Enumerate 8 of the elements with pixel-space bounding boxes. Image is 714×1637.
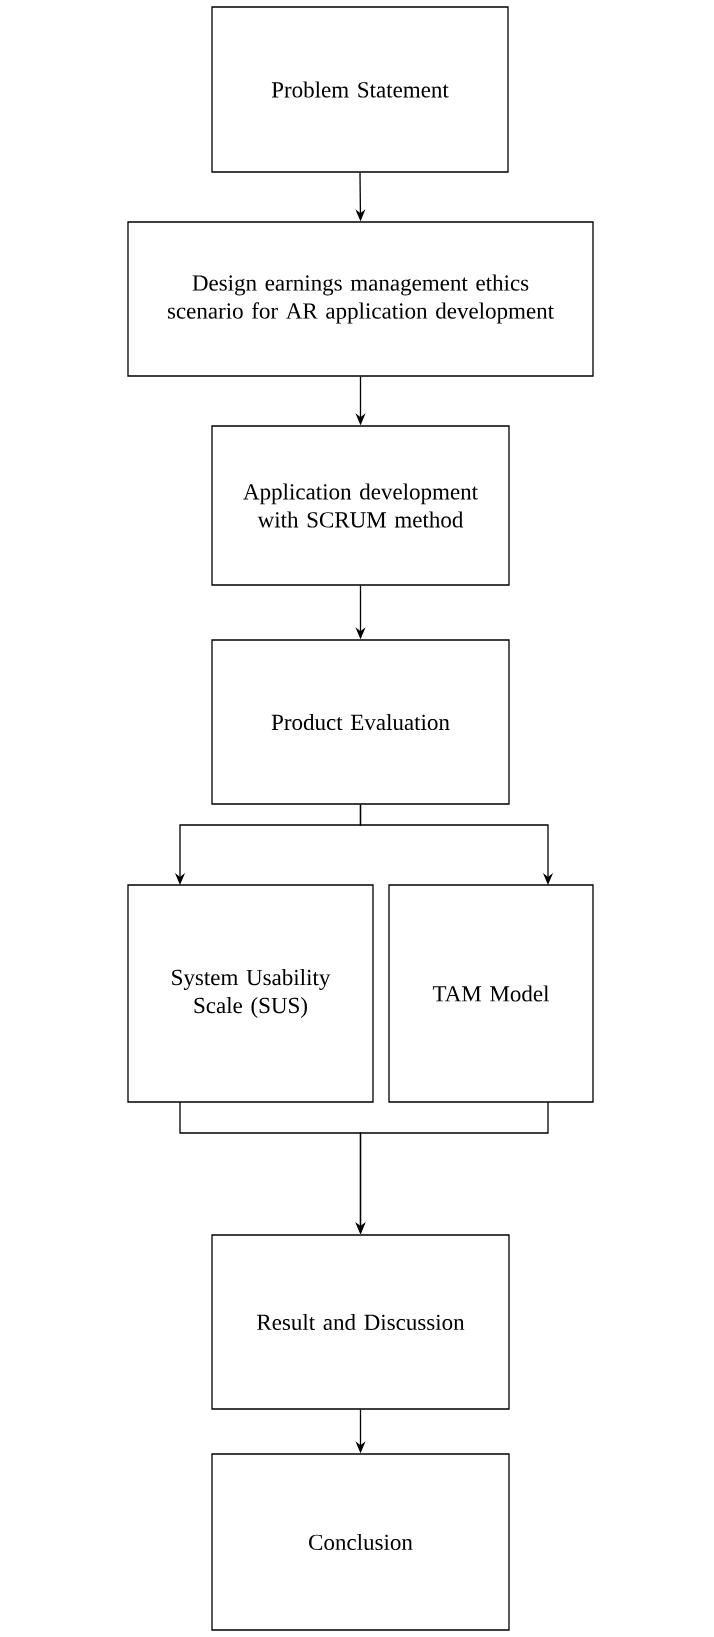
process-box: Problem Statement (211, 6, 509, 173)
process-box: Conclusion (211, 1453, 510, 1631)
process-box: Product Evaluation (211, 639, 510, 805)
process-box: TAM Model (388, 884, 594, 1103)
process-box: System Usability Scale (SUS) (127, 884, 374, 1103)
process-box: Result and Discussion (211, 1234, 510, 1410)
process-box: Design earnings management ethics scenario for AR application development (127, 221, 594, 377)
process-box: Application development with SCRUM method (211, 425, 510, 586)
